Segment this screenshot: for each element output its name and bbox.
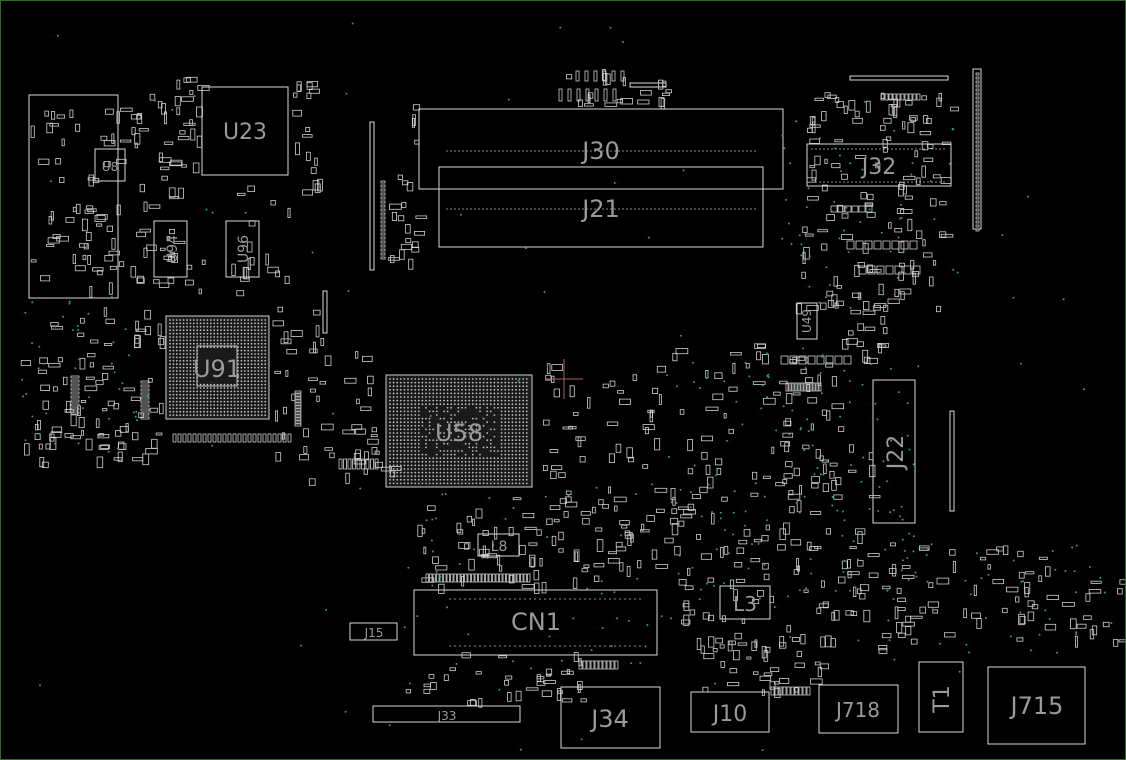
label-u96[interactable]: U96 (236, 235, 252, 263)
label-u23[interactable]: U23 (223, 120, 267, 145)
label-j22[interactable]: J22 (884, 435, 909, 471)
j33-outline[interactable] (372, 705, 521, 723)
label-u8[interactable]: U8 (102, 160, 118, 174)
j30-outline[interactable] (418, 108, 784, 190)
u23-outline[interactable] (201, 86, 289, 176)
label-j718[interactable]: J718 (834, 698, 880, 722)
label-u94[interactable]: U94 (165, 235, 181, 263)
label-u58[interactable]: U58 (435, 419, 483, 447)
j10-outline[interactable] (690, 691, 770, 733)
j32-outline[interactable] (806, 143, 952, 187)
j21-outline[interactable] (438, 166, 764, 248)
label-t1[interactable]: T1 (930, 685, 955, 713)
label-j32[interactable]: J32 (860, 155, 896, 180)
l8-outline[interactable] (477, 533, 520, 557)
smd-pads (20, 69, 1125, 708)
j22-outline[interactable] (872, 379, 916, 524)
j718-outline[interactable] (818, 684, 899, 734)
label-u49[interactable]: U49 (800, 309, 814, 333)
label-l3[interactable]: L3 (733, 592, 757, 616)
j715-outline[interactable] (987, 666, 1086, 745)
u94-outline[interactable] (153, 220, 188, 278)
label-j21[interactable]: J21 (580, 195, 620, 223)
label-j33[interactable]: J33 (437, 709, 457, 723)
label-j30[interactable]: J30 (580, 137, 620, 165)
crosshair-cursor-icon (546, 359, 583, 399)
bga-balls (169, 319, 528, 485)
t1-outline[interactable] (918, 661, 964, 733)
u8-outline[interactable] (94, 148, 126, 182)
vias (21, 22, 1113, 752)
j34-outline[interactable] (560, 686, 661, 749)
label-u91[interactable]: U91 (193, 355, 241, 383)
label-j34[interactable]: J34 (589, 705, 629, 733)
label-j10[interactable]: J10 (711, 702, 747, 727)
cn1-outline[interactable] (413, 589, 658, 656)
label-j15[interactable]: J15 (364, 626, 384, 640)
label-cn1[interactable]: CN1 (511, 608, 561, 636)
j15-outline[interactable] (349, 622, 398, 641)
u49-outline[interactable] (796, 302, 818, 340)
label-l8[interactable]: L8 (491, 539, 508, 555)
label-j715[interactable]: J715 (1009, 692, 1064, 720)
left-region-outline (28, 94, 119, 299)
reference-labels: U23 U91 U58 J30 J21 J32 CN1 L8 L3 J15 J3… (102, 120, 1064, 733)
